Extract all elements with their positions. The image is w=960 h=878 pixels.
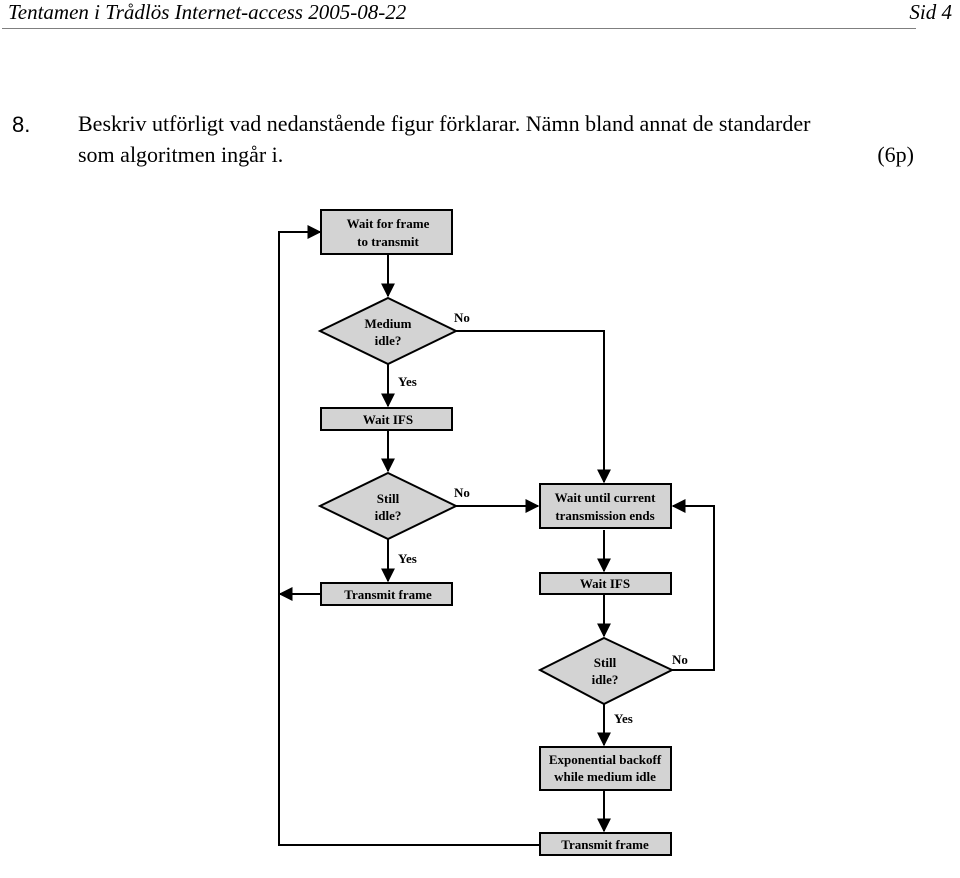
decision-label: idle? xyxy=(375,333,402,348)
csma-flowchart: Wait for frame to transmit Medium idle? … xyxy=(248,190,748,878)
wait-frame-box: Wait for frame to transmit xyxy=(320,209,453,255)
box-label: to transmit xyxy=(357,234,419,249)
decision-label: Medium xyxy=(365,316,412,331)
box-label: Transmit frame xyxy=(344,587,432,602)
decision-label: idle? xyxy=(375,508,402,523)
box-label: Wait IFS xyxy=(580,576,630,591)
question-points: (6p) xyxy=(877,142,914,167)
connector xyxy=(671,499,715,671)
loop-back-connector xyxy=(278,225,322,595)
transmit-frame-box: Transmit frame xyxy=(320,582,453,606)
page-header: Tentamen i Trådlös Internet-access 2005-… xyxy=(8,0,952,28)
exponential-backoff-box: Exponential backoff while medium idle xyxy=(539,746,672,791)
box-label: Wait IFS xyxy=(363,412,413,427)
box-label: Wait until current xyxy=(555,490,657,505)
wait-until-box: Wait until current transmission ends xyxy=(539,483,672,529)
box-label: Wait for frame xyxy=(347,216,430,231)
connector xyxy=(456,330,611,484)
page-number: Sid 4 xyxy=(909,0,952,24)
yes-label: Yes xyxy=(398,374,417,389)
wait-ifs-box: Wait IFS xyxy=(539,572,672,595)
question-text-line-2: som algoritmen ingår i. xyxy=(78,142,284,167)
connector xyxy=(278,594,540,846)
flow-connectors xyxy=(278,225,715,846)
transmit-frame-box: Transmit frame xyxy=(539,832,672,856)
question-text-line-1: Beskriv utförligt vad nedanstående figur… xyxy=(78,111,811,136)
yes-label: Yes xyxy=(398,551,417,566)
box-label: Exponential backoff xyxy=(549,752,662,767)
no-label: No xyxy=(454,310,470,325)
wait-ifs-box: Wait IFS xyxy=(320,407,453,431)
still-idle-decision: Still idle? xyxy=(537,636,675,706)
box-label: while medium idle xyxy=(554,769,656,784)
box-label: transmission ends xyxy=(555,508,654,523)
header-title: Tentamen i Trådlös Internet-access 2005-… xyxy=(8,0,407,24)
decision-label: Still xyxy=(594,655,617,670)
no-label: No xyxy=(454,485,470,500)
no-label: No xyxy=(672,652,688,667)
medium-idle-decision: Medium idle? xyxy=(317,296,459,366)
header-divider xyxy=(2,28,916,29)
yes-label: Yes xyxy=(614,711,633,726)
decision-label: idle? xyxy=(592,672,619,687)
question-number: 8. xyxy=(12,112,31,137)
box-label: Transmit frame xyxy=(561,837,649,852)
decision-label: Still xyxy=(377,491,400,506)
still-idle-decision: Still idle? xyxy=(317,471,459,541)
